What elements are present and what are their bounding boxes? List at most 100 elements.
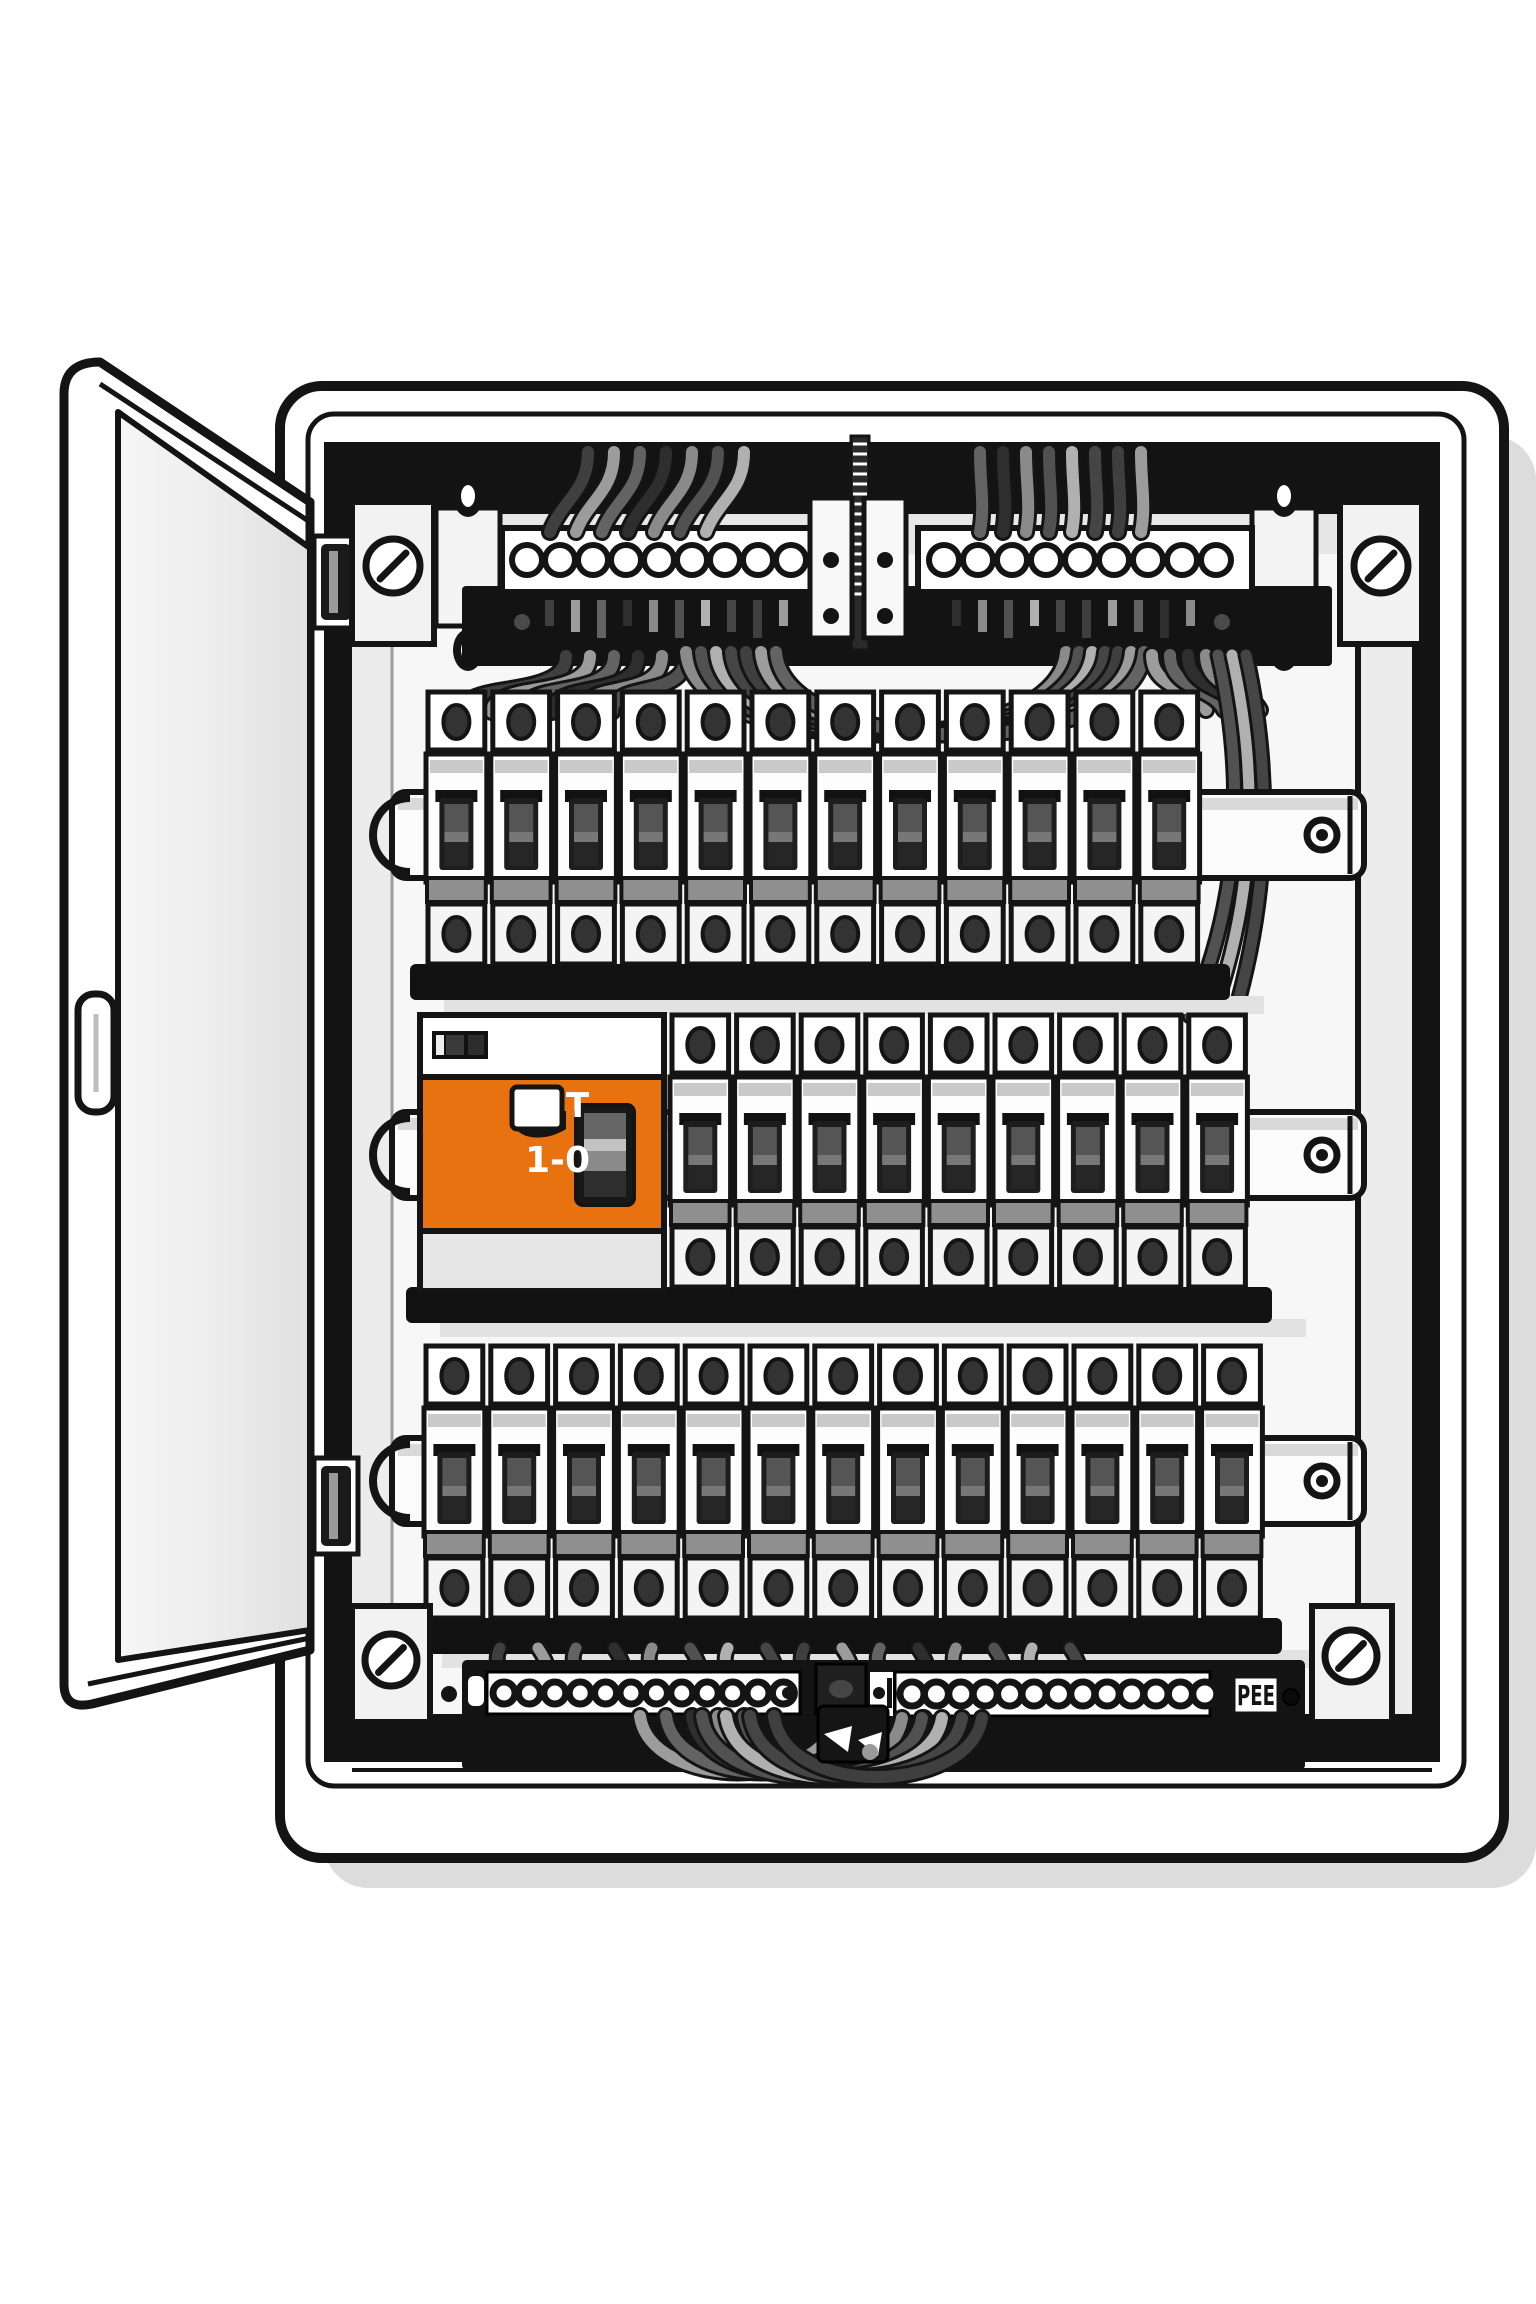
breaker-body-stripe xyxy=(1205,1414,1259,1427)
rcd-toggle-stripe xyxy=(584,1139,626,1151)
breaker-band xyxy=(1056,1199,1120,1227)
toggle-upper xyxy=(1090,1458,1115,1486)
terminal-screw xyxy=(895,915,925,953)
toggle-upper xyxy=(442,1458,467,1486)
toggle-upper xyxy=(833,804,858,832)
breaker-body-stripe xyxy=(1076,1414,1129,1427)
ring-terminal xyxy=(920,1678,952,1710)
breaker-bottom-terminal xyxy=(943,901,1006,967)
ring-terminal xyxy=(514,1678,544,1708)
toggle-lower xyxy=(1090,1496,1115,1520)
breaker-body-stripe xyxy=(687,1414,740,1427)
terminal-screw xyxy=(1022,1569,1053,1607)
ring-terminal xyxy=(945,1678,977,1710)
toggle-stripe xyxy=(507,1486,532,1496)
terminal-screw xyxy=(828,1569,859,1607)
terminal-screw xyxy=(1217,1357,1247,1395)
interior-right-wall xyxy=(1412,442,1440,1762)
din-rail-screw-center xyxy=(1316,1475,1328,1487)
breaker-top-terminal xyxy=(863,1012,925,1076)
wire-stub xyxy=(1186,600,1195,626)
breaker-band xyxy=(747,1530,810,1558)
ring-terminal xyxy=(540,1678,570,1708)
terminal-screw xyxy=(1024,703,1055,741)
breaker-body-stripe xyxy=(1190,1083,1244,1096)
terminal-screw xyxy=(571,915,601,953)
terminal-screw xyxy=(439,1569,470,1607)
rcd-switch-position-label: 1-0 xyxy=(525,1140,590,1181)
screw-slot xyxy=(1335,1640,1367,1672)
toggle-lower xyxy=(817,1165,842,1189)
door-top-edge-line xyxy=(98,381,312,525)
keyhole-slot-center xyxy=(1277,485,1291,507)
wire-stub xyxy=(978,600,987,632)
din-rail-clip xyxy=(369,1114,411,1196)
wire xyxy=(648,446,698,538)
breaker-body-stripe xyxy=(494,760,548,773)
terminal-screw xyxy=(571,703,601,741)
toggle-upper xyxy=(1092,804,1117,832)
clamp-stud xyxy=(862,1744,878,1760)
breaker-band xyxy=(992,1199,1055,1227)
breaker-band xyxy=(669,1199,732,1227)
toggle-stripe xyxy=(442,1486,467,1496)
breaker-band xyxy=(733,1199,797,1227)
breaker-row xyxy=(369,1012,1367,1337)
terminal-screw xyxy=(1137,1238,1168,1276)
terminal-screw xyxy=(943,1026,974,1064)
wire-stub xyxy=(649,600,658,632)
breaker xyxy=(875,1343,941,1621)
breaker-band xyxy=(1008,876,1072,904)
terminal-screw xyxy=(698,1357,729,1395)
wire xyxy=(1089,446,1104,538)
toggle-upper xyxy=(574,804,598,832)
terminal-hole xyxy=(1130,542,1166,578)
terminal-screw xyxy=(959,915,990,953)
breaker xyxy=(1134,1343,1201,1621)
toggle-upper xyxy=(638,804,663,832)
panel-bar xyxy=(887,1678,892,1708)
terminal-screw xyxy=(749,1238,780,1276)
terminal-screw xyxy=(1154,915,1185,953)
terminal-screw xyxy=(763,1357,794,1395)
corner-mounting-screws xyxy=(349,1603,1395,1725)
backplane-right-margin xyxy=(1358,514,1412,1714)
terminal-screw xyxy=(879,1238,910,1276)
breaker xyxy=(747,689,814,967)
breaker xyxy=(939,1343,1006,1621)
toggle-stripe xyxy=(1025,1486,1050,1496)
toggle-upper xyxy=(1157,804,1182,832)
breaker-body-stripe xyxy=(816,1414,870,1427)
toggle-upper xyxy=(444,804,469,832)
toggle-upper xyxy=(1075,1127,1100,1155)
toggle-lower xyxy=(1205,1165,1230,1189)
toggle-lower xyxy=(1157,842,1182,866)
wire xyxy=(1020,446,1035,538)
breaker xyxy=(1006,689,1073,967)
toggle-lower xyxy=(766,1496,791,1520)
toggle-stripe xyxy=(1220,1486,1244,1496)
rcd-test-label: T xyxy=(566,1086,590,1126)
bracket-bolt xyxy=(823,608,839,624)
toggle-lower xyxy=(752,1165,777,1189)
breaker-band xyxy=(619,876,683,904)
screw-slot xyxy=(376,549,410,583)
breaker-body-stripe xyxy=(752,1414,805,1427)
terminal-screw xyxy=(700,703,731,741)
toggle-upper xyxy=(768,804,793,832)
terminal-hole xyxy=(960,542,996,578)
strip-end-dot xyxy=(1282,1688,1300,1706)
toggle-stripe xyxy=(960,1486,985,1496)
breaker-bottom-terminal xyxy=(747,1555,810,1621)
terminal-screw xyxy=(504,1357,535,1395)
terminal-screw xyxy=(749,1026,780,1064)
wire xyxy=(700,446,750,538)
toggle-lower xyxy=(572,1496,596,1520)
terminal-screw xyxy=(959,703,990,741)
bracket-foot xyxy=(884,638,900,664)
breaker-band xyxy=(943,876,1007,904)
rcd-test-button xyxy=(509,1084,565,1132)
panel-dot xyxy=(873,1687,885,1699)
toggle-stripe xyxy=(946,1155,971,1165)
